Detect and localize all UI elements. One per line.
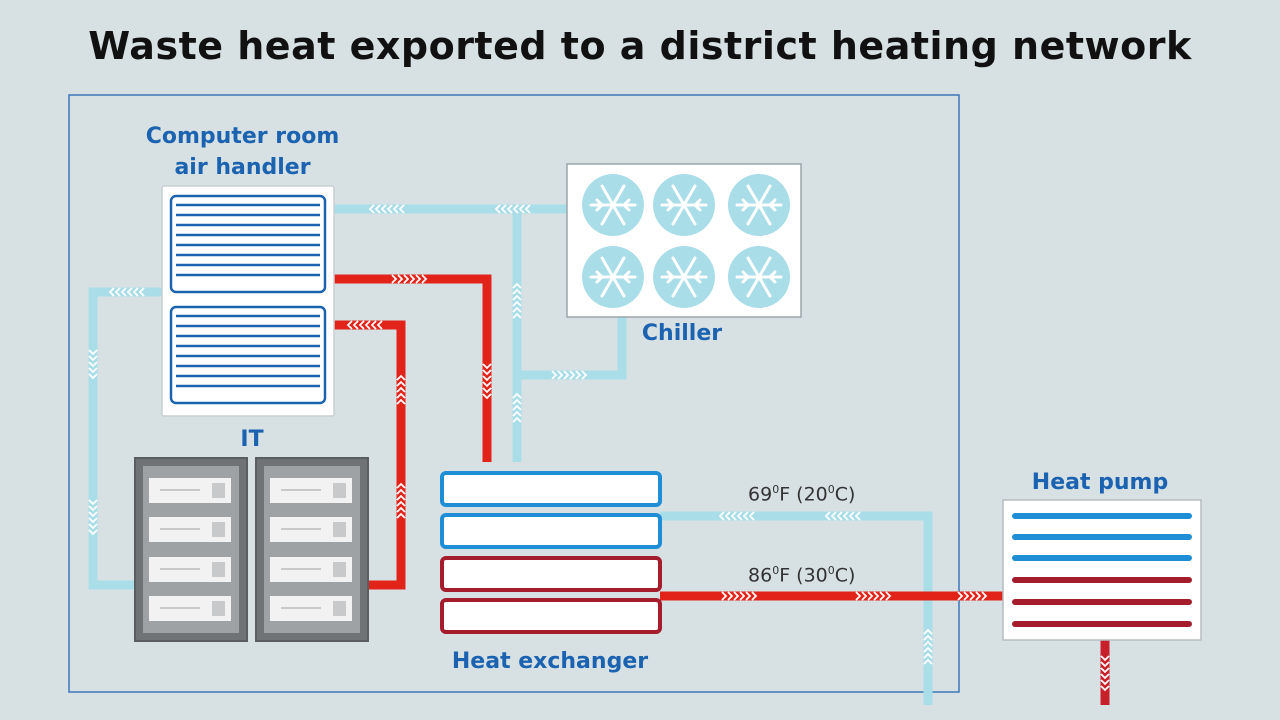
degree-mark: 0 — [827, 564, 835, 577]
warm-pipe-it-to-air-handler — [334, 320, 406, 590]
chevron-right — [551, 370, 588, 380]
warm-temperature-label: 860F (300C) — [748, 564, 855, 586]
cool-temp-end: C) — [834, 483, 856, 506]
chevron-left — [368, 204, 405, 214]
chevron-right — [721, 591, 758, 601]
warm-temp-f: 86 — [748, 564, 773, 587]
air-handler — [161, 185, 335, 417]
degree-mark: 0 — [772, 564, 780, 577]
degree-mark: 0 — [827, 483, 835, 496]
warm-pipe-air-handler-to-hx — [334, 274, 492, 462]
warm-flow-chevrons — [346, 274, 1110, 692]
chevron-left — [108, 287, 145, 297]
air-handler-label-line1: Computer room — [145, 124, 340, 149]
chevron-up — [512, 392, 522, 423]
snowflake-icon — [589, 184, 783, 298]
heat-exchanger-label: Heat exchanger — [451, 649, 649, 674]
chiller — [566, 163, 802, 318]
cool-pipe-chiller-return — [517, 317, 627, 380]
chevron-left — [718, 511, 755, 521]
cool-temp-f: 69 — [748, 483, 773, 506]
heat-pump-label: Heat pump — [1031, 470, 1169, 495]
chevron-down — [482, 363, 492, 400]
cool-temp-rest: F (20 — [779, 483, 828, 506]
cool-pipe-district-return — [660, 511, 933, 705]
it-label: IT — [240, 427, 264, 452]
chevron-left — [494, 204, 531, 214]
chevron-up — [396, 374, 406, 405]
it-racks — [134, 457, 369, 642]
warm-temp-rest: F (30 — [779, 564, 828, 587]
facility-boundary — [68, 94, 960, 693]
chevron-down — [1100, 655, 1110, 692]
heat-exchanger — [440, 471, 662, 634]
chevron-down — [88, 499, 98, 536]
chevron-down — [88, 349, 98, 380]
warm-temp-end: C) — [834, 564, 856, 587]
chevron-up — [396, 482, 406, 519]
chevron-up — [512, 282, 522, 319]
chiller-label: Chiller — [641, 321, 723, 346]
heat-pump — [1002, 499, 1202, 641]
page-title: Waste heat exported to a district heatin… — [88, 24, 1192, 68]
air-handler-label: Computer room air handler — [130, 121, 355, 183]
chevron-right — [855, 591, 892, 601]
cool-temperature-label: 690F (200C) — [748, 483, 855, 505]
chevron-left — [824, 511, 861, 521]
chevron-right — [957, 591, 988, 601]
cool-flow-chevrons — [88, 204, 933, 665]
chevron-left — [346, 320, 383, 330]
degree-mark: 0 — [772, 483, 780, 496]
chevron-up — [923, 628, 933, 665]
chevron-right — [391, 274, 428, 284]
air-handler-label-line2: air handler — [174, 155, 311, 180]
